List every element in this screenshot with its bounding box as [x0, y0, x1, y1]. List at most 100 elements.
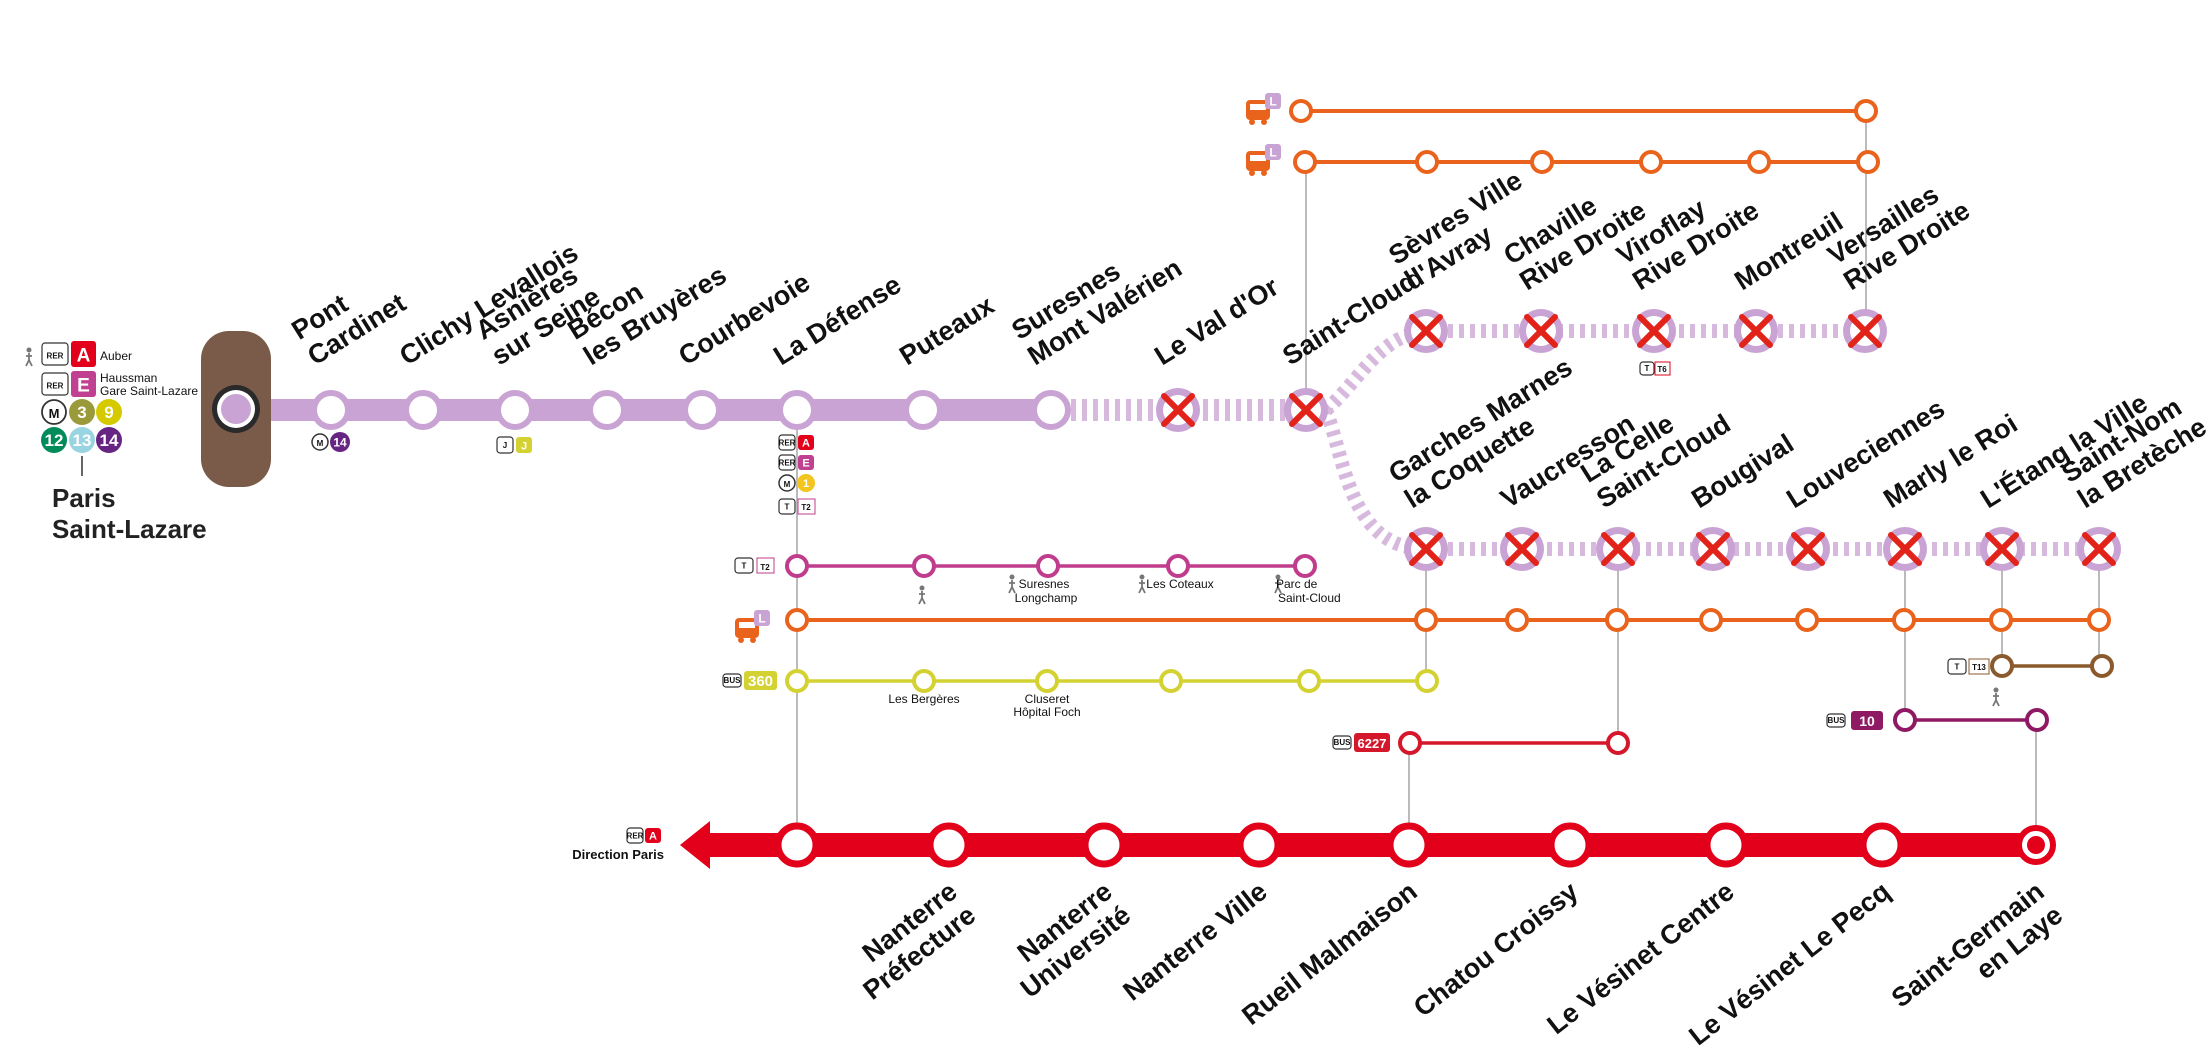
bus-360-badge-bg [744, 671, 777, 690]
terminus-metro-14: 14 [100, 431, 119, 450]
bus-l-second-stop-3 [1639, 150, 1663, 174]
tram-icon-t2-box [734, 557, 754, 574]
la-defense-rer-e-bg [798, 455, 814, 470]
branch-versailles-curve [1321, 324, 1428, 416]
stop-suresnes-1: Suresnes [1019, 577, 1070, 591]
la-defense-rer-e-icon: RER [779, 459, 796, 468]
terminus-walk-icon-head [26, 347, 32, 353]
bus-l-lower-stop-4 [1699, 608, 1723, 632]
rer-a-label-2-line: Nanterre Ville [1117, 876, 1272, 1007]
la-defense-tram-icon: T [785, 503, 790, 512]
bus-10-badge: 10 [1859, 713, 1875, 729]
terminus-rer-icon-e: RER [47, 381, 64, 390]
bus-l-second-stop-2 [1530, 150, 1554, 174]
terminus-auber: Auber [100, 349, 132, 363]
walk-icon-t13 [1992, 693, 2000, 707]
bus-10-word-box [1826, 713, 1846, 728]
main-station-7 [1031, 390, 1071, 430]
bus-l-lower-stop-5 [1795, 608, 1819, 632]
direction-paris-label: Direction Paris [572, 847, 664, 862]
terminus-walk-icon [25, 353, 33, 367]
sevres-tram-icon-box [1639, 361, 1655, 376]
bus-10-stop-1 [2025, 708, 2049, 732]
terminus-dot [221, 394, 251, 424]
terminus-metro-12-bg [41, 427, 67, 453]
bus-l-lower-stop-3 [1605, 608, 1629, 632]
main-station-1 [403, 390, 443, 430]
pont-cardinet-metro-icon [311, 433, 329, 451]
saint-nom-label-4: Louveciennes [1781, 393, 1950, 514]
tram-t13-stop-0 [1990, 654, 2014, 678]
rer-a-arrow [680, 821, 710, 869]
pont-cardinet-metro-14-bg [330, 432, 350, 452]
tram-t2-badge: T2 [760, 563, 770, 572]
main-label-9-line: Saint-Cloud [1277, 265, 1421, 371]
la-defense-rer-a-bg [798, 435, 814, 450]
main-station-2 [495, 390, 535, 430]
walk-icon-coteaux [1138, 580, 1146, 594]
saint-nom-station-4-cross-b [1791, 532, 1825, 566]
saint-nom-label-4-line: Louveciennes [1781, 393, 1950, 514]
bus-icon-lower-wheel-a [738, 637, 744, 643]
bus-l-second-stop-4 [1747, 150, 1771, 174]
bus-360-word-box [722, 673, 742, 688]
bus-10-badge-bg [1851, 711, 1883, 730]
saint-nom-station-5-cross-b [1888, 532, 1922, 566]
terminus-metro-m: M [49, 406, 60, 421]
bus-icon-top-wheel-b [1261, 119, 1267, 125]
bus-360-stop-4 [1297, 669, 1321, 693]
asnieres-line-j-bg [516, 437, 532, 453]
rer-a-station-7 [1859, 822, 1905, 868]
bus-l-lower-stop-2 [1505, 608, 1529, 632]
station-markers [212, 99, 2121, 868]
rer-a-label-2: Nanterre Ville [1117, 876, 1272, 1007]
terminus-rer-e-bg [71, 371, 96, 397]
rer-a-station-0 [774, 822, 820, 868]
tram-t2-badge-box [756, 557, 775, 574]
bus-360-badge: 360 [748, 673, 773, 690]
bus-l-top-stop-1 [1854, 99, 1878, 123]
bus-6227-stop-0 [1398, 731, 1422, 755]
terminus-rer-icon-e-box [41, 372, 69, 396]
terminus-metro-3: 3 [77, 403, 86, 422]
la-defense-rer-a: A [802, 438, 810, 450]
terminus-rer-a-bg [71, 341, 96, 367]
sevres-t6-box [1654, 361, 1671, 376]
rer-a-terminus-dot [2027, 836, 2045, 854]
main-station-9-cross-b [1289, 393, 1323, 427]
saint-nom-station-1-cross-b [1505, 532, 1539, 566]
tram-icon-t13: T [1955, 663, 1960, 672]
walk-icon-parc-head [1275, 574, 1281, 580]
terminus-legend: Direction ParisRERA​SuresnesLongchampLes… [25, 93, 2000, 862]
walk-icon-suresnes [1008, 580, 1016, 594]
bus-l-second-stop-0 [1293, 150, 1317, 174]
rer-a-station-3 [1236, 822, 1282, 868]
rer-a-station-5 [1547, 822, 1593, 868]
la-defense-rer-a-icon-box [778, 434, 796, 451]
direction-rer-icon: RER [627, 832, 644, 841]
walk-icon-coteaux-head [1139, 574, 1145, 580]
direction-rer-icon-box [626, 827, 644, 844]
terminus-rer-icon-a: RER [47, 351, 64, 360]
terminus-metro-icon [41, 399, 67, 425]
terminus-rer-a: A [77, 345, 91, 366]
rer-a-label-4: Chatou Croissy [1408, 876, 1584, 1022]
direction-rer-a-badge-bg [645, 828, 661, 843]
rer-a-station-1 [926, 822, 972, 868]
bus-6227-badge: 6227 [1358, 736, 1387, 751]
stop-parc-2: Saint-Cloud [1278, 591, 1341, 605]
la-defense-tram-icon-box [778, 498, 796, 515]
bus-icon-lower-window [739, 622, 755, 628]
la-defense-rer-e-icon-box [778, 454, 796, 471]
tram-icon-t13-box [1947, 658, 1967, 675]
walk-icon-t13-head [1993, 687, 1999, 693]
bus-6227-stop-1 [1606, 731, 1630, 755]
terminus-gare-saint-lazare: Gare Saint-Lazare [100, 384, 198, 398]
saint-nom-station-2-cross-b [1601, 532, 1635, 566]
bus-l-top-stop-0 [1289, 99, 1313, 123]
tram-t13-stop-1 [2090, 654, 2114, 678]
la-defense-metro-1: 1 [803, 478, 809, 490]
branch-saint-nom-curve [1319, 407, 1427, 556]
